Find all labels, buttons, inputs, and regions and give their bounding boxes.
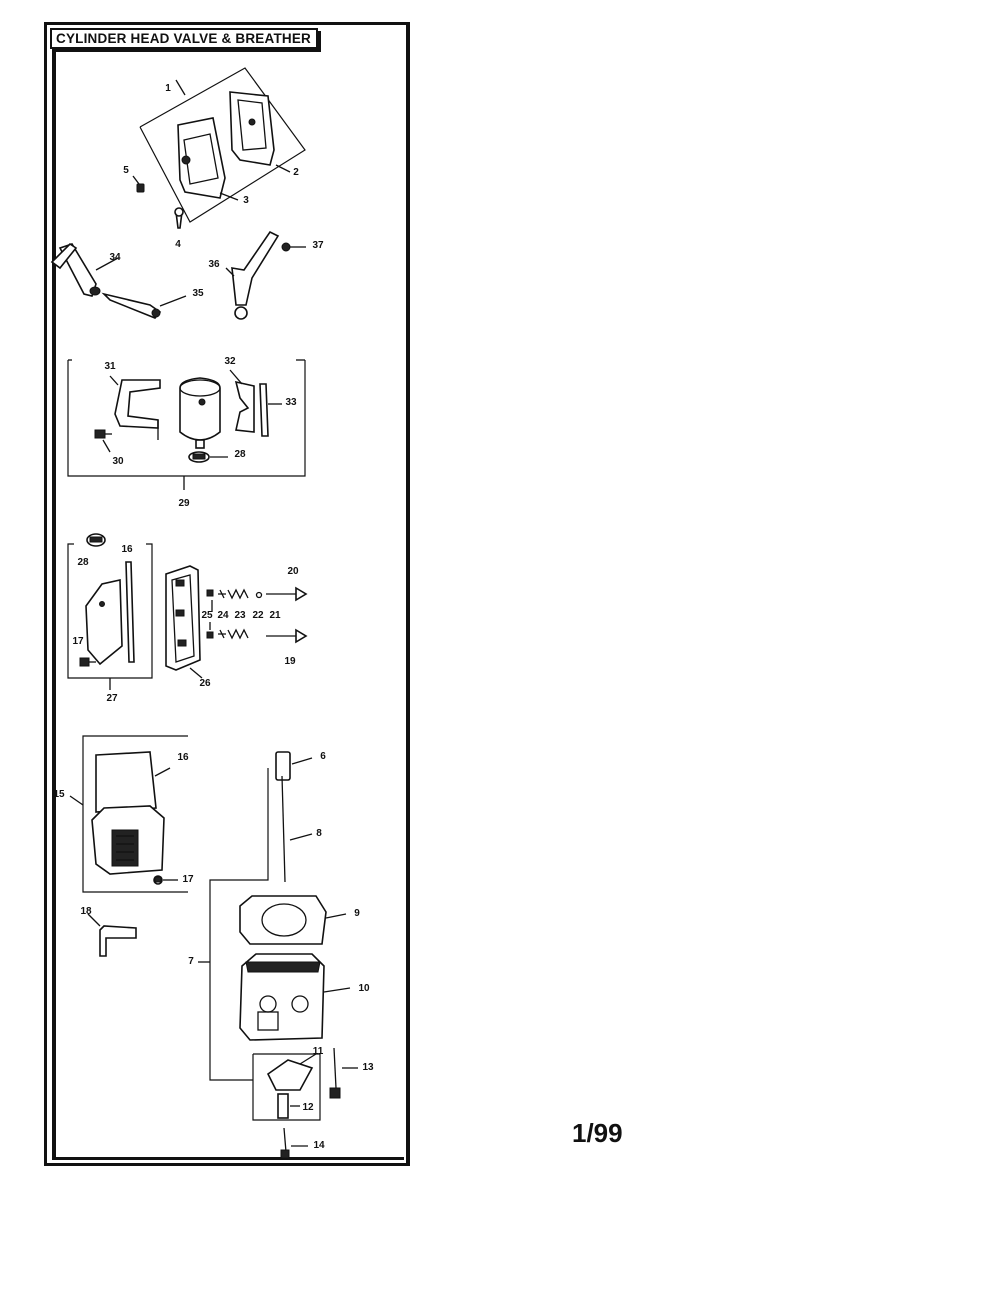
callout-19: 19	[284, 656, 296, 667]
callout-1: 1	[165, 83, 171, 94]
callout-6: 6	[320, 751, 326, 762]
callout-34: 34	[109, 252, 121, 263]
parts-6-and-8	[275, 751, 313, 883]
callout-4: 4	[175, 239, 181, 250]
callout-27: 27	[106, 693, 118, 704]
callout-14: 14	[313, 1140, 325, 1151]
callout-28-breather: 28	[234, 449, 246, 460]
callout-10: 10	[358, 983, 370, 994]
callout-23: 23	[234, 610, 246, 621]
callout-17-cover: 17	[182, 874, 194, 885]
callout-5: 5	[123, 165, 129, 176]
callout-22: 22	[252, 610, 264, 621]
diagram-inner-frame	[52, 49, 404, 1160]
bolt-14	[280, 1127, 308, 1159]
group-26-valve-train	[165, 565, 308, 679]
callout-35: 35	[192, 288, 204, 299]
callout-2: 2	[293, 167, 299, 178]
callout-13: 13	[362, 1062, 374, 1073]
callout-33: 33	[285, 397, 297, 408]
callout-7: 7	[188, 956, 194, 967]
callout-24: 24	[217, 610, 229, 621]
callout-15: 15	[53, 789, 65, 800]
breather-hoses	[50, 230, 306, 320]
callout-30: 30	[112, 456, 124, 467]
group-29-breather	[67, 359, 306, 490]
callout-17-screw: 17	[72, 636, 84, 647]
group-15-rocker-cover	[69, 735, 188, 893]
callout-28-plate: 28	[77, 557, 89, 568]
callout-12: 12	[302, 1102, 314, 1113]
callout-3: 3	[243, 195, 249, 206]
callout-9: 9	[354, 908, 360, 919]
callout-29: 29	[178, 498, 190, 509]
callout-11: 11	[312, 1046, 324, 1057]
callout-31: 31	[104, 361, 116, 372]
callout-16-cover: 16	[177, 752, 189, 763]
callout-37: 37	[312, 240, 324, 251]
group-27-breather-plate	[67, 533, 153, 690]
callout-8: 8	[316, 828, 322, 839]
callout-18: 18	[80, 906, 92, 917]
callout-32: 32	[224, 356, 236, 367]
group-1-valve-cover	[139, 67, 306, 223]
callout-36: 36	[208, 259, 220, 270]
callout-21: 21	[269, 610, 281, 621]
group-7-cylinder-head	[198, 768, 358, 1121]
callout-26: 26	[199, 678, 211, 689]
callout-16-gasket: 16	[121, 544, 133, 555]
bracket-18	[87, 913, 137, 957]
callout-25: 25	[201, 610, 213, 621]
screw-4-and-nut-5	[132, 175, 184, 229]
callout-20: 20	[287, 566, 299, 577]
page-number: 1/99	[572, 1118, 623, 1148]
diagram-title: CYLINDER HEAD VALVE & BREATHER	[50, 28, 319, 49]
